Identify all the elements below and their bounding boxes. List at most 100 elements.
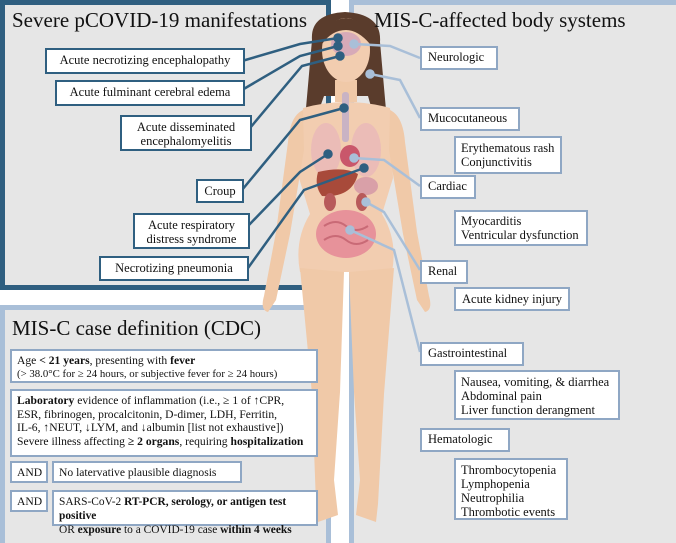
detail-liver: Liver function derangment [461,403,595,417]
dot-renal [361,197,371,207]
hair-top-shape [322,18,370,44]
detail-kidney-injury: Acute kidney injury [462,292,562,306]
hematologic-details: Thrombocytopenia Lymphopenia Neutrophili… [454,458,568,520]
system-cardiac: Cardiac [420,175,476,199]
detail-lymphopenia: Lymphopenia [461,477,530,491]
connector-gastrointestinal [349,228,422,353]
detail-nausea: Nausea, vomiting, & diarrhea [461,375,610,389]
detail-ventricular: Ventricular dysfunction [461,228,579,242]
system-connectors [345,39,422,353]
dot-croup [339,103,349,113]
severe-connectors [241,33,369,269]
criterion-no-alternative: No latervative plausible diagnosis [52,461,242,483]
age-middle: , presenting with [89,354,171,367]
encephalomyelitis-line2: encephalomyelitis [140,134,232,148]
right-lung-shape [351,123,381,177]
lab-line1: Laboratory evidence of inflammation (i.e… [17,394,311,408]
connector-necrotizing-encephalopathy [241,36,339,63]
body-systems-panel [349,0,676,543]
system-gastrointestinal: Gastrointestinal [420,342,524,366]
criterion-test-exposure: SARS-CoV-2 RT-PCR, serology, or antigen … [52,490,318,536]
connector-mucocutaneous [369,72,422,119]
system-neurologic: Neurologic [420,46,498,70]
system-hematologic: Hematologic [420,428,510,452]
severe-panel-title: Severe pCOVID-19 manifestations [12,8,308,32]
trachea-shape [342,92,349,142]
dot-cardiac [349,153,359,163]
lab-line2: ESR, fibrinogen, procalcitonin, D-dimer,… [17,407,278,421]
detail-conjunctivitis: Conjunctivitis [461,155,532,169]
dot-encephalomyelitis [335,51,345,61]
connector-croup [241,106,345,191]
criterion-age-fever: Age < 21 years, presenting with fever (>… [10,349,318,383]
left-leg-shape [300,268,344,522]
organ-count: ≥ 2 organs [127,434,180,448]
dot-neurologic [349,39,359,49]
criterion-laboratory: Laboratory evidence of inflammation (i.e… [10,389,318,457]
renal-details: Acute kidney injury [454,287,570,311]
dot-mucocutaneous [365,69,375,79]
severity-middle: , requiring [179,434,231,448]
detail-thrombocytopenia: Thrombocytopenia [461,463,557,477]
mucocutaneous-details: Erythematous rash Conjunctivitis [454,136,562,174]
item-necrotizing-pneumonia: Necrotizing pneumonia [99,256,249,281]
systems-panel-title: MIS-C-affected body systems [374,8,626,32]
item-croup: Croup [196,179,244,203]
age-limit: < 21 years [39,354,90,367]
test-line1: SARS-CoV-2 RT-PCR, serology, or antigen … [59,495,311,523]
stomach-shape [354,177,378,195]
liver-shape [316,169,358,197]
detail-thrombotic: Thrombotic events [461,505,556,519]
kidney-left-shape [324,193,336,211]
detail-myocarditis: Myocarditis [461,214,522,228]
detail-neutrophilia: Neutrophilia [461,491,525,505]
age-prefix: Age [17,354,40,367]
test-line2: OR exposure to a COVID-19 case within 4 … [59,523,311,537]
lab-line3: IL-6, ↑NEUT, ↓LYM, and ↓albumin [list no… [17,421,284,435]
intestines-shape [316,210,376,258]
item-cerebral-edema: Acute fulminant cerebral edema [55,80,245,106]
dot-encephalopathy [333,33,343,43]
connector-ards [247,152,329,227]
connector-cerebral-edema [241,44,339,92]
ards-line1: Acute respiratory [147,218,236,232]
fever-word: fever [170,354,196,367]
exposure-middle: to a COVID-19 case [121,524,221,536]
exposure-window: within 4 weeks [220,524,292,536]
dot-pneumonia [359,163,369,173]
cardiac-details: Myocarditis Ventricular dysfunction [454,210,588,246]
detail-rash: Erythematous rash [461,141,555,155]
and-label-2: AND [10,490,48,512]
right-leg-shape [349,268,394,522]
item-ards: Acute respiratory distress syndrome [133,213,250,249]
neck-shape [335,80,357,102]
detail-abdominal-pain: Abdominal pain [461,389,542,403]
test-types: RT-PCR, serology, or antigen test positi… [59,496,287,522]
fever-criteria: (> 38.0°C for ≥ 24 hours, or subjective … [17,367,278,380]
connector-renal [365,200,422,271]
test-prefix: SARS-CoV-2 [59,496,125,508]
hospitalization-word: hospitalization [230,434,304,448]
lab-line4: Severe illness affecting ≥ 2 organs, req… [17,435,311,449]
system-mucocutaneous: Mucocutaneous [420,107,520,131]
severity-prefix: Severe illness affecting [17,434,128,448]
connector-cardiac [353,156,421,188]
connector-necrotizing-pneumonia [246,166,365,269]
dot-gi [345,225,355,235]
test-or: OR [59,524,78,536]
connector-neurologic [353,42,421,60]
exposure-word: exposure [77,524,122,536]
left-arm-shape [262,110,304,312]
and-label-1: AND [10,461,48,483]
item-encephalomyelitis: Acute disseminated encephalomyelitis [120,115,252,151]
age-fever-line1: Age < 21 years, presenting with fever [17,354,311,368]
item-necrotizing-encephalopathy: Acute necrotizing encephalopathy [45,48,245,74]
case-definition-title: MIS-C case definition (CDC) [12,316,262,340]
dot-edema [333,41,343,51]
system-renal: Renal [420,260,468,284]
intestine-folds [323,221,369,245]
lab-word: Laboratory [17,394,75,407]
ards-line2: distress syndrome [146,232,237,246]
gi-details: Nausea, vomiting, & diarrhea Abdominal p… [454,370,620,420]
